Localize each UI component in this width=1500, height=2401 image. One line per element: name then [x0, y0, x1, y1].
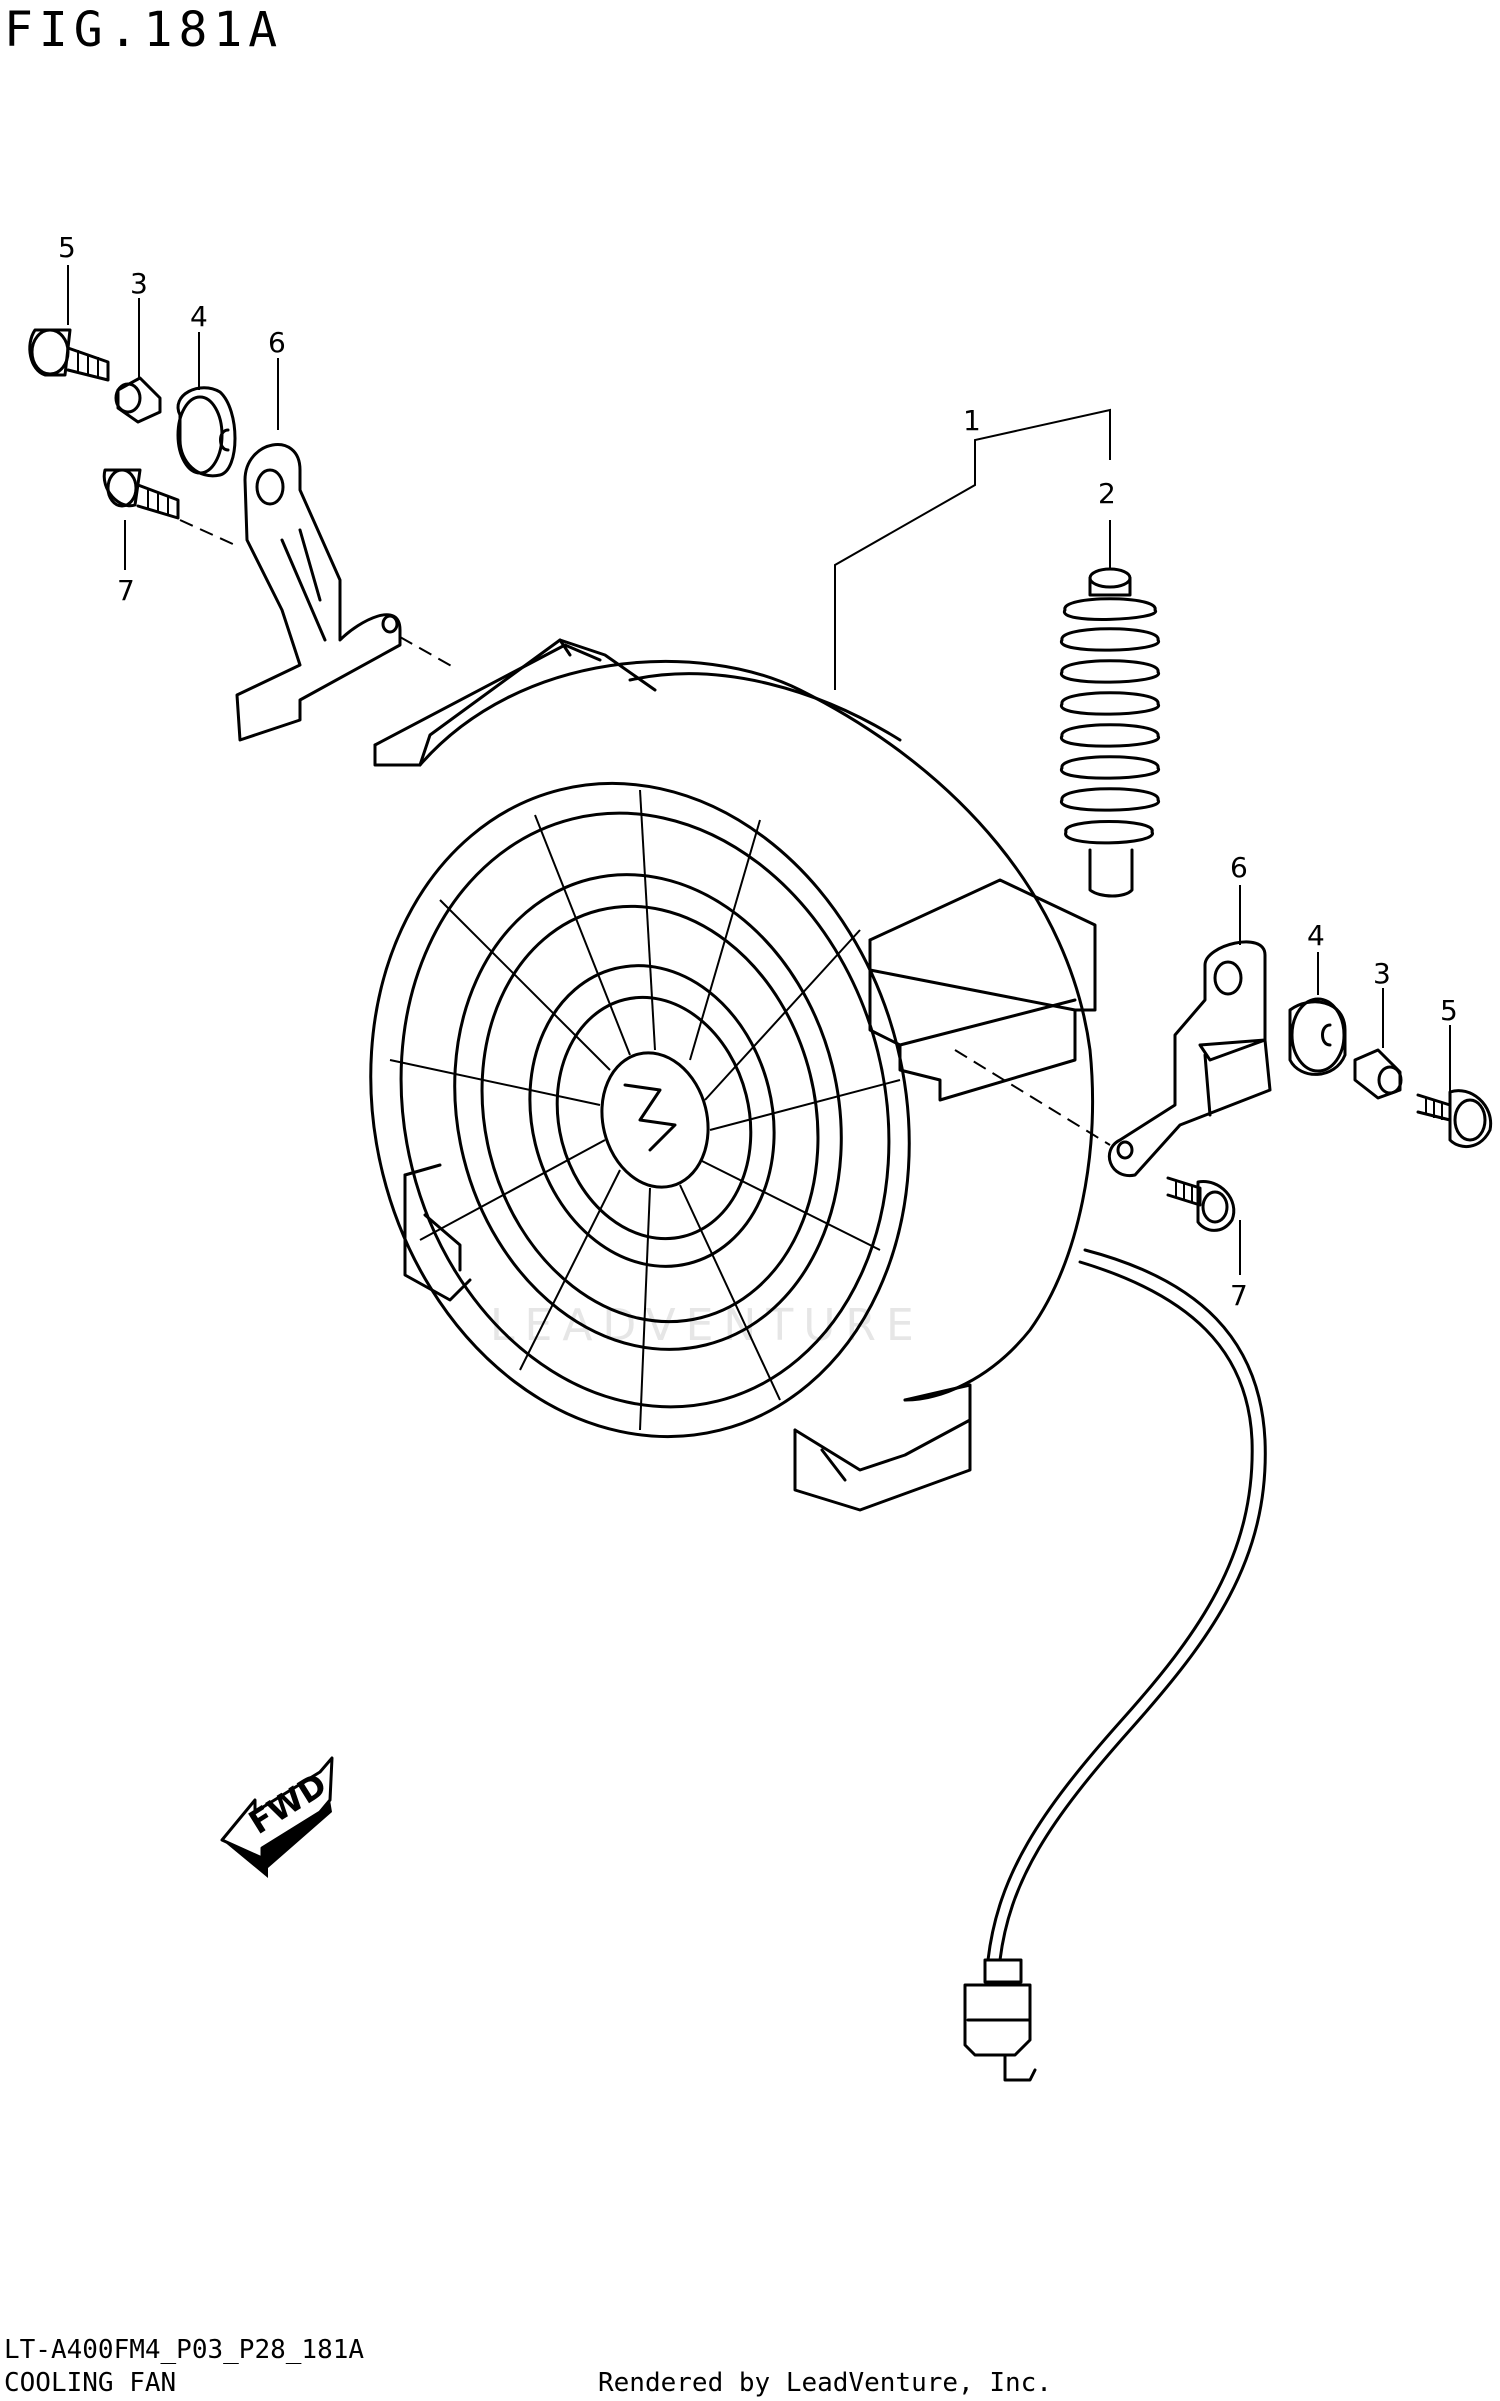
callout-6-right: 6 [1230, 851, 1248, 884]
callout-7-left: 7 [117, 574, 135, 607]
left-collar-3 [114, 376, 162, 424]
footer-model-code: LT-A400FM4_P03_P28_181A [4, 2335, 365, 2365]
right-bolt-7 [1166, 1176, 1236, 1232]
callout-4-right: 4 [1307, 919, 1325, 952]
fwd-arrow: FWD [220, 1756, 334, 1878]
left-bracket [235, 443, 402, 742]
callout-2: 2 [1098, 477, 1116, 510]
callout-6-left: 6 [268, 326, 286, 359]
callout-1: 1 [963, 404, 981, 437]
right-collar-3 [1353, 1048, 1403, 1100]
callout-3-left: 3 [130, 267, 148, 300]
grille-ribs [389, 789, 901, 1431]
callout-3-right: 3 [1373, 957, 1391, 990]
right-bracket [1107, 940, 1272, 1177]
figure-title: FIG.181A [4, 2, 284, 58]
callout-5-left: 5 [58, 231, 76, 264]
leader-lines [67, 265, 1451, 1275]
footer-credit: Rendered by LeadVenture, Inc. [598, 2368, 1052, 2398]
callout-5-right: 5 [1440, 994, 1458, 1027]
left-bolt-5 [28, 328, 110, 382]
right-bolt-5 [1416, 1089, 1493, 1149]
left-bolt-7 [102, 468, 180, 520]
footer-section-name: COOLING FAN [4, 2368, 177, 2398]
rubber-boot [1060, 567, 1160, 898]
wire-harness [963, 1248, 1267, 2082]
fwd-label: FWD [242, 1765, 333, 1842]
callout-7-right: 7 [1230, 1279, 1248, 1312]
left-grommet-4 [176, 386, 237, 478]
callout-4-left: 4 [190, 300, 208, 333]
right-grommet-4 [1288, 997, 1347, 1076]
fan-grille [369, 781, 911, 1439]
